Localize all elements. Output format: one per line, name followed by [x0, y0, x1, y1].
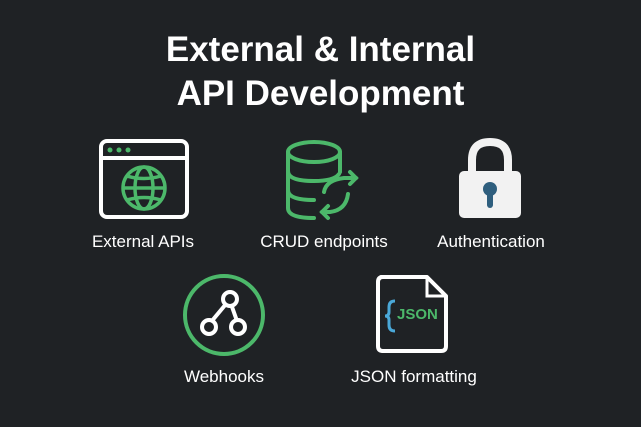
label-external-apis: External APIs [91, 232, 195, 251]
webhook-icon [183, 274, 265, 356]
title-line-2: API Development [176, 74, 465, 113]
title-line-1: External & Internal [165, 30, 476, 69]
label-webhooks: Webhooks [183, 367, 264, 386]
label-crud-endpoints: CRUD endpoints [260, 232, 388, 251]
json-file-icon: JSON [375, 274, 449, 354]
label-json-formatting: JSON formatting [351, 367, 477, 386]
database-sync-icon [286, 140, 359, 220]
padlock-icon [459, 137, 521, 218]
browser-globe-icon [99, 139, 189, 219]
page-title: External & Internal API Development [0, 28, 641, 116]
json-file-text: JSON [397, 306, 438, 323]
label-authentication: Authentication [437, 232, 545, 251]
